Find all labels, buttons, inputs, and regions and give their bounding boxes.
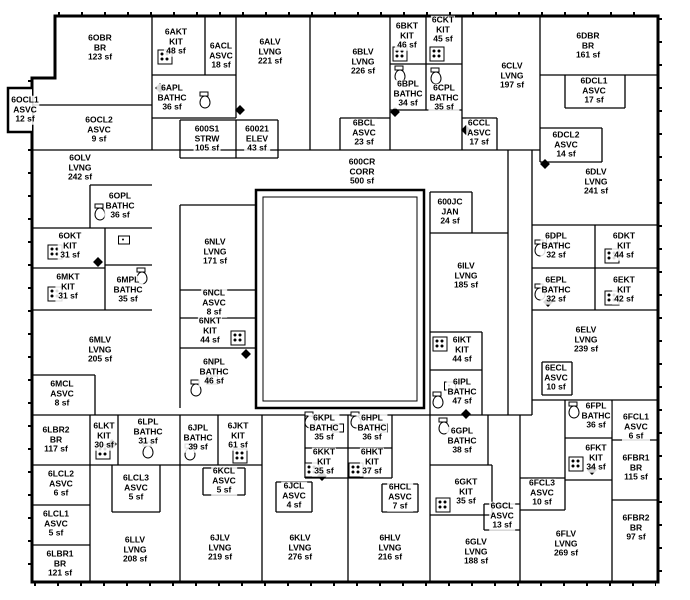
stove-icon [429,46,445,62]
toilet-icon [432,391,444,409]
toilet-icon [568,401,580,419]
core-wall-outer [254,188,426,410]
stove-icon [568,456,584,472]
stove-icon [435,497,451,513]
interior-walls-lower [32,400,658,582]
stove-icon [432,336,448,352]
stove-icon [230,330,246,346]
core-wall-inner [262,196,418,402]
toilet-icon [199,91,211,109]
sink-icon [118,235,130,245]
